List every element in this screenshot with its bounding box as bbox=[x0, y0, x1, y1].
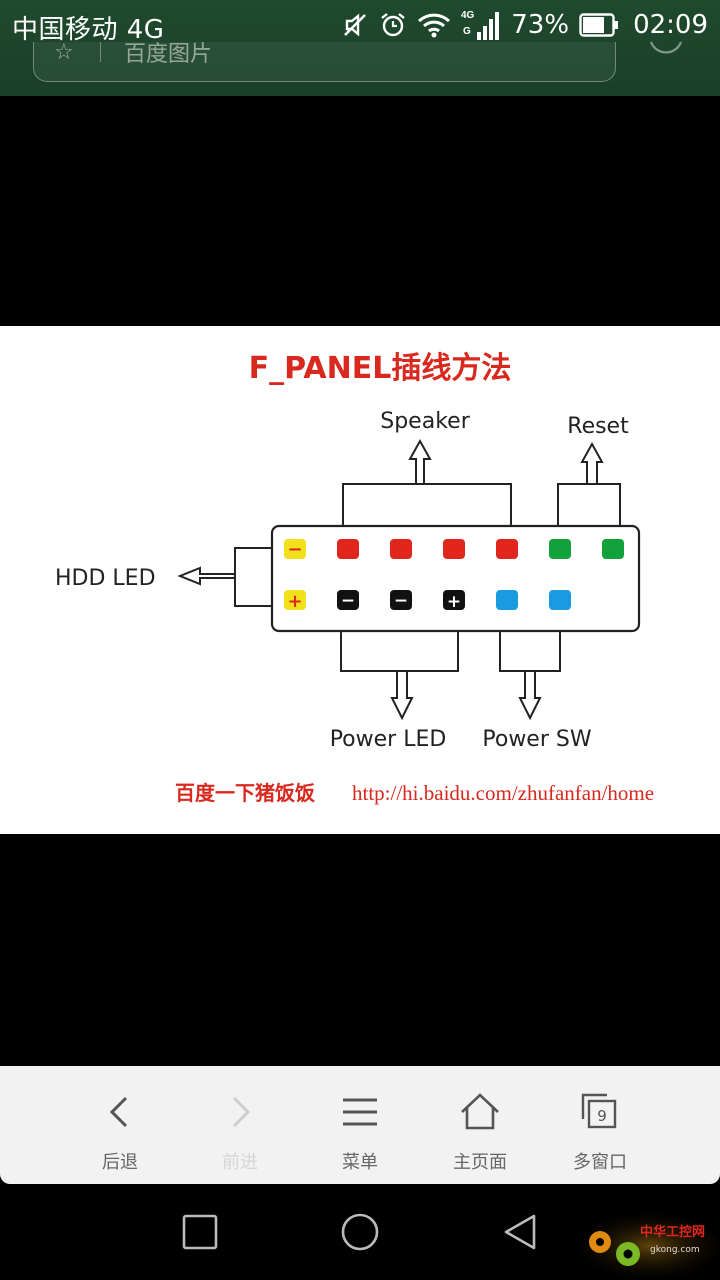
home-icon bbox=[461, 1093, 499, 1130]
svg-text:4G: 4G bbox=[461, 10, 475, 21]
credit-url: http://hi.baidu.com/zhufanfan/home bbox=[352, 781, 654, 805]
browser-header: 中国移动 4G 4G G bbox=[0, 0, 720, 96]
menu-button[interactable]: 菜单 bbox=[300, 1066, 420, 1184]
svg-text:−: − bbox=[341, 591, 355, 611]
battery-icon bbox=[579, 13, 619, 37]
back-triangle-icon[interactable] bbox=[500, 1212, 540, 1252]
menu-label: 菜单 bbox=[342, 1152, 378, 1173]
pin-hdd-minus bbox=[284, 539, 306, 559]
svg-text:−: − bbox=[287, 539, 302, 560]
diagram-title: F_PANEL插线方法 bbox=[249, 351, 512, 386]
pin-reset-2 bbox=[602, 539, 624, 559]
svg-text:G: G bbox=[463, 26, 471, 37]
recent-apps-icon[interactable] bbox=[180, 1212, 220, 1252]
home-label: 主页面 bbox=[453, 1152, 507, 1173]
browser-toolbar: 后退 前进 菜单 主页面 9 多窗口 bbox=[0, 1066, 720, 1184]
windows-label: 多窗口 bbox=[573, 1152, 627, 1173]
svg-text:−: − bbox=[394, 591, 408, 611]
clock: 02:09 bbox=[633, 10, 708, 40]
pin-power-sw-2 bbox=[549, 590, 571, 610]
back-button[interactable]: 后退 bbox=[60, 1066, 180, 1184]
speaker-label: Speaker bbox=[380, 409, 470, 434]
pins-top-row: − bbox=[284, 539, 624, 560]
hamburger-menu-icon bbox=[343, 1098, 377, 1126]
svg-text:gkong.com: gkong.com bbox=[650, 1245, 700, 1255]
reset-label: Reset bbox=[567, 414, 629, 439]
address-text: 百度图片 bbox=[124, 42, 213, 67]
signal-icon: 4G G bbox=[461, 10, 500, 40]
connector-body bbox=[270, 524, 641, 633]
svg-text:中华工控网: 中华工控网 bbox=[640, 1224, 705, 1240]
svg-text:9: 9 bbox=[597, 1107, 607, 1125]
power-sw-bracket bbox=[499, 631, 561, 721]
reset-bracket bbox=[557, 441, 621, 526]
gear-green-icon bbox=[616, 1242, 640, 1266]
pins-bottom-row: + − − + bbox=[284, 590, 571, 612]
power-led-label: Power LED bbox=[330, 727, 447, 752]
power-led-bracket bbox=[340, 631, 459, 721]
pin-power-led-minus-1 bbox=[337, 590, 359, 610]
chevron-left-icon bbox=[109, 1096, 128, 1128]
wifi-icon bbox=[418, 13, 451, 38]
mute-icon bbox=[344, 13, 367, 37]
pin-hdd-plus bbox=[284, 590, 306, 610]
forward-button[interactable]: 前进 bbox=[180, 1066, 300, 1184]
image-viewer[interactable]: F_PANEL插线方法 Speaker Reset HDD LED − bbox=[0, 326, 720, 834]
forward-label: 前进 bbox=[222, 1152, 258, 1173]
address-bar[interactable]: ☆ 百度图片 bbox=[33, 42, 616, 82]
multi-window-icon: 9 bbox=[581, 1093, 617, 1129]
f-panel-diagram: F_PANEL插线方法 Speaker Reset HDD LED − bbox=[55, 351, 654, 805]
back-label: 后退 bbox=[102, 1152, 138, 1173]
pin-speaker-2 bbox=[390, 539, 412, 559]
gkong-watermark-logo: 中华工控网 gkong.com bbox=[580, 1214, 720, 1276]
pin-speaker-3 bbox=[443, 539, 465, 559]
power-sw-label: Power SW bbox=[482, 727, 591, 752]
home-button[interactable]: 主页面 bbox=[420, 1066, 540, 1184]
pin-power-led-minus-2 bbox=[390, 590, 412, 610]
battery-percent: 73% bbox=[511, 10, 570, 40]
pin-reset-1 bbox=[549, 539, 571, 559]
credit-chinese: 百度一下猪饭饭 bbox=[175, 781, 315, 805]
home-circle-icon[interactable] bbox=[340, 1212, 380, 1252]
pin-power-led-plus bbox=[443, 590, 465, 610]
pin-power-sw-1 bbox=[496, 590, 518, 610]
alarm-icon bbox=[381, 13, 406, 37]
status-icons: 4G G 73% 02:09 bbox=[341, 6, 708, 44]
hdd-led-bracket bbox=[177, 547, 272, 607]
pin-speaker-4 bbox=[496, 539, 518, 559]
svg-text:+: + bbox=[287, 591, 302, 612]
bookmark-star-icon[interactable]: ☆ bbox=[54, 42, 74, 65]
refresh-icon[interactable] bbox=[648, 40, 684, 70]
address-divider bbox=[100, 42, 101, 62]
svg-text:+: + bbox=[447, 592, 461, 612]
chevron-right-icon bbox=[232, 1096, 251, 1128]
hdd-led-label: HDD LED bbox=[55, 566, 156, 591]
status-bar: 中国移动 4G 4G G bbox=[0, 0, 720, 50]
pin-speaker-1 bbox=[337, 539, 359, 559]
gear-orange-icon bbox=[589, 1231, 611, 1253]
carrier-name: 中国移动 4G bbox=[12, 15, 165, 45]
speaker-bracket bbox=[342, 438, 512, 526]
windows-button[interactable]: 9 多窗口 bbox=[540, 1066, 660, 1184]
